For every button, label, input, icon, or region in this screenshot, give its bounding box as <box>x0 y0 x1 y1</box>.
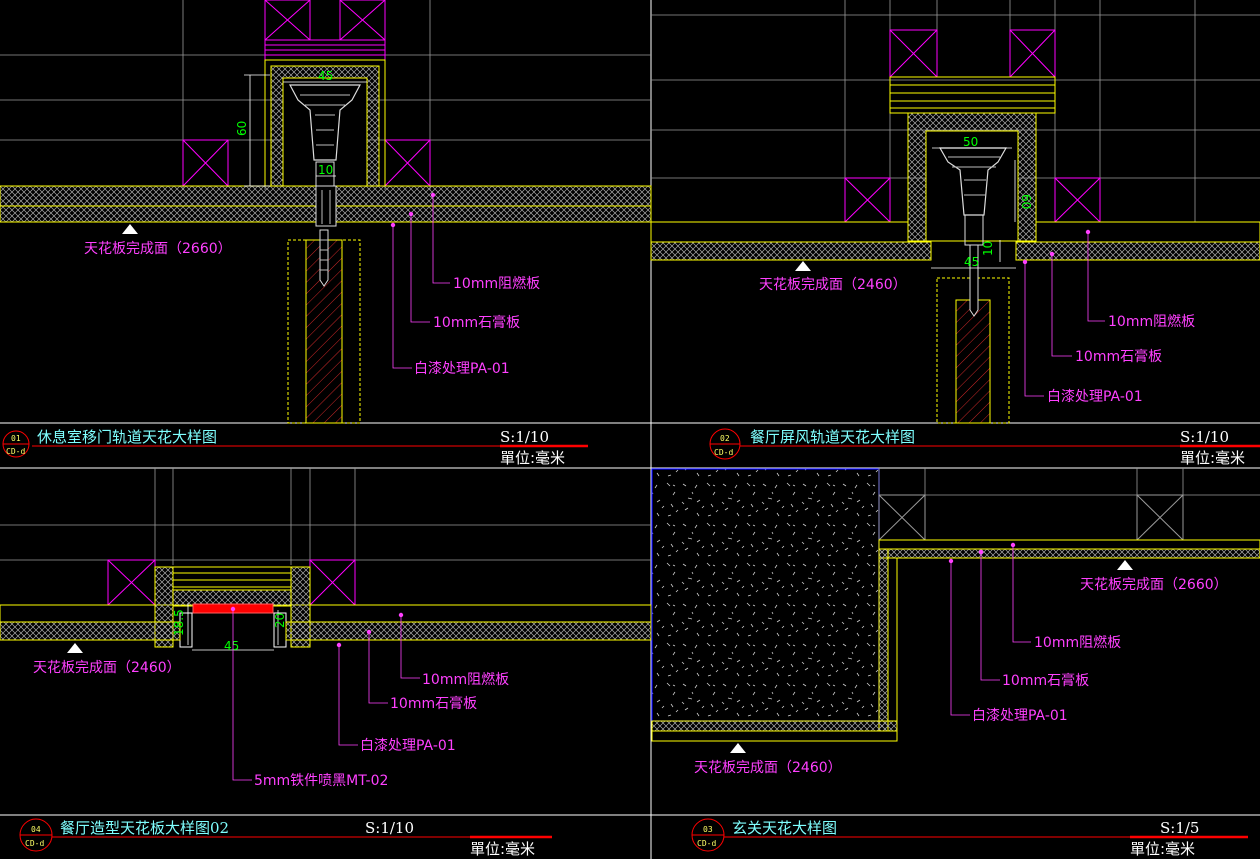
p1-scale: S:1/10 <box>500 428 549 446</box>
p2-level-marker-icon <box>795 261 811 271</box>
p4-stone-wall <box>651 468 880 722</box>
panel-3-ceiling <box>0 604 652 641</box>
p1-detail-tag-icon <box>2 430 30 458</box>
p1-ceiling-finish: 天花板完成面（2660） <box>84 241 232 257</box>
p2-dim-60: 60 <box>1019 194 1033 209</box>
p1-tag-number: 01 <box>11 434 21 443</box>
p1-level-marker-icon <box>122 224 138 234</box>
p4-level-marker-bottom-icon <box>730 743 746 753</box>
p4-scale: S:1/5 <box>1160 819 1199 837</box>
p2-scale: S:1/10 <box>1180 428 1229 446</box>
p1-dim-45: 45 <box>318 69 333 83</box>
panel-2-title-block[interactable]: 02 CD-d 餐厅屏风轨道天花大样图 S:1/10 單位:毫米 <box>709 428 1260 467</box>
p1-dim-60: 60 <box>235 121 249 136</box>
p3-callout-iron: 5mm铁件喷黑MT-02 <box>254 773 388 789</box>
p3-callout-gypsum: 10mm石膏板 <box>390 695 477 712</box>
p2-dim-45: 45 <box>964 255 979 269</box>
panel-3-title-block[interactable]: 04 CD-d 餐厅造型天花板大样图02 S:1/10 單位:毫米 <box>19 818 552 858</box>
p2-title: 餐厅屏风轨道天花大样图 <box>750 428 915 446</box>
panel-4-leaders <box>948 542 1031 716</box>
panel-2-door <box>936 244 1010 424</box>
panel-3-drawing[interactable]: 45 18.5 20 天花板完成面（2460） 10mm阻燃板 10mm石膏板 … <box>0 468 652 789</box>
panel-1-door <box>287 229 361 424</box>
panel-4-blocks <box>878 494 1184 541</box>
p3-dim-45: 45 <box>224 639 239 653</box>
p3-callout-fireboard: 10mm阻燃板 <box>422 671 509 688</box>
p3-level-marker-icon <box>67 643 83 653</box>
p3-ceiling-finish: 天花板完成面（2460） <box>33 660 181 676</box>
p1-unit: 單位:毫米 <box>500 449 565 467</box>
panel-1-dimensions <box>244 74 367 187</box>
p2-callout-gypsum: 10mm石膏板 <box>1075 348 1162 365</box>
panel-2-track-box <box>889 76 1056 246</box>
p4-level-marker-top-icon <box>1117 560 1133 570</box>
p3-tag-number: 04 <box>31 825 41 834</box>
p3-tag-code: CD-d <box>25 839 44 848</box>
p1-callout-fireboard: 10mm阻燃板 <box>453 275 540 292</box>
p4-callout-fireboard: 10mm阻燃板 <box>1034 634 1121 651</box>
p1-dim-10: 10 <box>318 163 333 177</box>
panel-2-dimensions <box>931 147 1016 269</box>
panel-1-leaders <box>390 192 450 369</box>
p1-tag-code: CD-d <box>6 447 25 456</box>
p3-title: 餐厅造型天花板大样图02 <box>60 819 229 837</box>
p1-title: 休息室移门轨道天花大样图 <box>37 428 217 446</box>
panel-4-title-block[interactable]: 03 CD-d 玄关天花大样图 S:1/5 單位:毫米 <box>691 818 1248 858</box>
p3-unit: 單位:毫米 <box>470 840 535 858</box>
p2-detail-tag-icon <box>709 428 741 460</box>
p3-detail-tag-icon <box>19 818 53 852</box>
p2-tag-code: CD-d <box>714 448 733 457</box>
panel-1-drawing[interactable]: 45 60 10 天花板完成面（2660） 10mm阻燃板 10mm石膏板 白漆… <box>0 0 652 424</box>
p4-tag-code: CD-d <box>697 839 716 848</box>
p4-tag-number: 03 <box>703 825 713 834</box>
p3-dim-18-5: 18.5 <box>172 609 186 636</box>
panel-2-ceiling <box>650 221 1260 261</box>
p4-ceiling-finish-bottom: 天花板完成面（2460） <box>694 760 842 776</box>
p2-tag-number: 02 <box>720 434 730 443</box>
panel-4-grid <box>878 468 1260 540</box>
p4-detail-tag-icon <box>691 818 725 852</box>
p1-callout-paint: 白漆处理PA-01 <box>414 361 510 377</box>
panel-4-drawing[interactable]: 天花板完成面（2660） 天花板完成面（2460） 10mm阻燃板 10mm石膏… <box>651 468 1260 776</box>
panel-1-title-block[interactable]: 01 CD-d 休息室移门轨道天花大样图 S:1/10 單位:毫米 <box>2 428 588 467</box>
p2-dim-50: 50 <box>963 135 978 149</box>
p4-ceiling-finish-top: 天花板完成面（2660） <box>1080 577 1228 593</box>
p2-callout-paint: 白漆处理PA-01 <box>1047 389 1143 405</box>
p4-callout-gypsum: 10mm石膏板 <box>1002 672 1089 689</box>
p2-callout-fireboard: 10mm阻燃板 <box>1108 313 1195 330</box>
p4-unit: 單位:毫米 <box>1130 840 1195 858</box>
panel-3-grid <box>0 468 651 605</box>
p2-dim-10: 10 <box>981 241 995 256</box>
panel-4-ceiling <box>651 539 1260 742</box>
panel-2-drawing[interactable]: 50 60 10 45 天花板完成面（2460） 10mm阻燃板 10mm石膏板… <box>650 0 1260 424</box>
panel-1-blocks <box>182 0 431 187</box>
p2-ceiling-finish: 天花板完成面（2460） <box>759 277 907 293</box>
panel-1-ceiling <box>0 185 652 227</box>
p3-callout-paint: 白漆处理PA-01 <box>360 738 456 754</box>
p4-callout-paint: 白漆处理PA-01 <box>972 708 1068 724</box>
p3-scale: S:1/10 <box>365 819 414 837</box>
p3-dim-20: 20 <box>273 613 287 628</box>
panel-2-leaders <box>1022 229 1105 397</box>
p1-callout-gypsum: 10mm石膏板 <box>433 314 520 331</box>
p4-title: 玄关天花大样图 <box>732 819 837 837</box>
p2-unit: 單位:毫米 <box>1180 449 1245 467</box>
panel-3-leaders <box>230 606 420 781</box>
